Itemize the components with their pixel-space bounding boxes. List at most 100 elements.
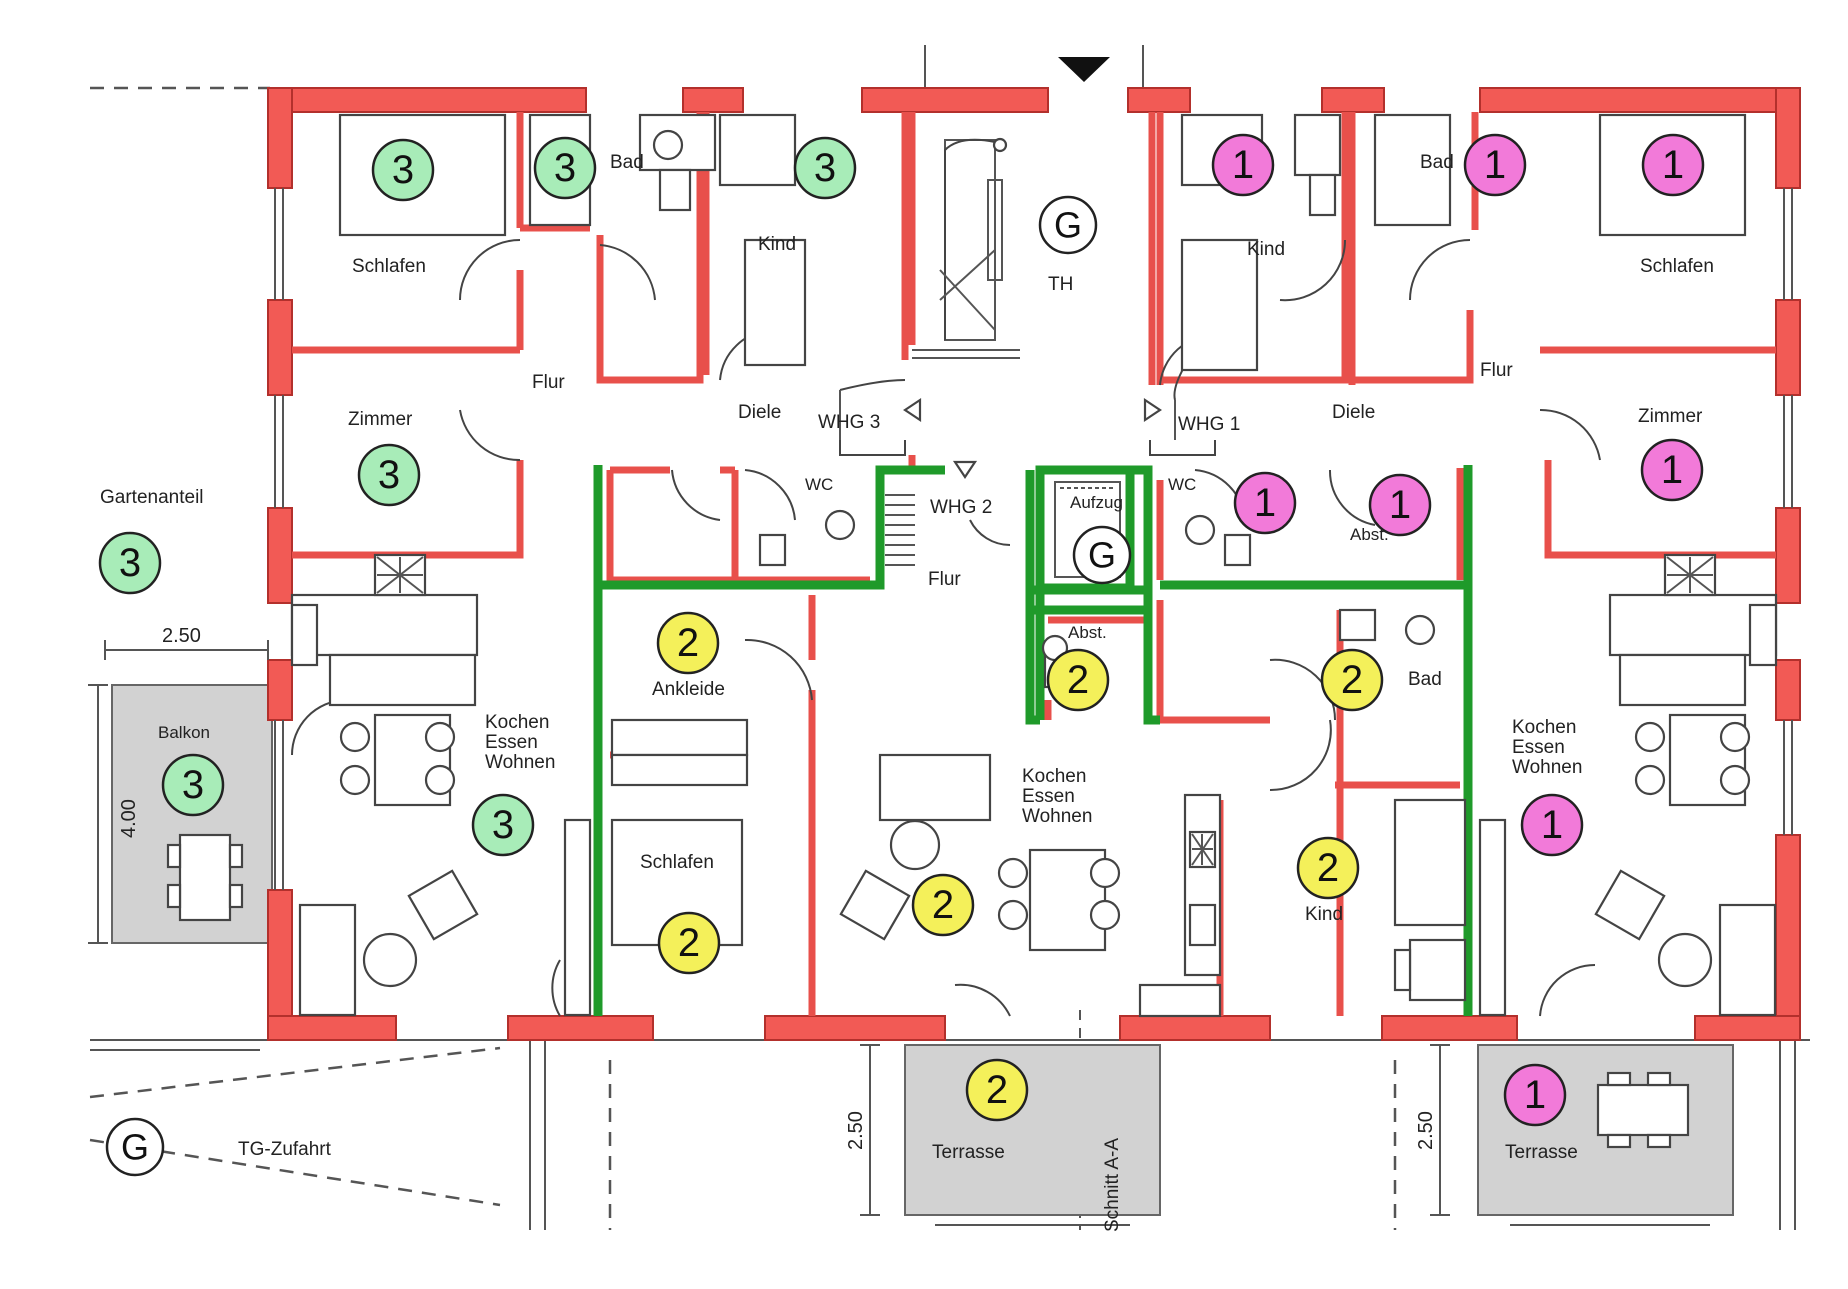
- svg-text:1: 1: [1232, 143, 1254, 187]
- terrace-2-pad: [904, 1044, 1161, 1216]
- unit-markers: 3 3 3 3 3 3 3 1 1 1 1 1 1 1 1 2 2 2 2 2 …: [98, 133, 1705, 1177]
- exterior-walls: [267, 87, 1801, 1041]
- svg-text:3: 3: [814, 146, 836, 190]
- label-kind-2: Kind: [1305, 904, 1343, 925]
- dim-terrasse-2-depth: 2.50: [845, 1111, 867, 1150]
- svg-text:1: 1: [1661, 448, 1683, 492]
- unit-1-marker: 1: [1641, 133, 1705, 197]
- label-gartenanteil: Gartenanteil: [100, 487, 204, 508]
- unit-2-marker: 2: [657, 911, 721, 975]
- svg-text:1: 1: [1254, 481, 1276, 525]
- unit-2-marker: 2: [1046, 648, 1110, 712]
- label-kew-1-c: Wohnen: [1512, 757, 1582, 778]
- unit-2-marker: 2: [1296, 836, 1360, 900]
- label-zimmer-3: Zimmer: [348, 409, 413, 430]
- label-kew-3-a: Kochen: [485, 712, 549, 733]
- svg-text:1: 1: [1524, 1073, 1546, 1117]
- label-kew-1-b: Essen: [1512, 737, 1565, 758]
- label-wc-1: WC: [1168, 475, 1196, 494]
- svg-text:3: 3: [392, 148, 414, 192]
- label-kew-3-b: Essen: [485, 732, 538, 753]
- dim-balkon-width: 2.50: [162, 625, 201, 647]
- dim-terrasse-1-depth: 2.50: [1415, 1111, 1437, 1150]
- unit-3-marker: 3: [533, 136, 597, 200]
- label-kew-2-a: Kochen: [1022, 766, 1086, 787]
- dim-balkon-depth: 4.00: [118, 799, 140, 838]
- svg-text:3: 3: [554, 146, 576, 190]
- unit-3-marker: 3: [371, 138, 435, 202]
- label-balkon: Balkon: [158, 723, 210, 742]
- label-aufzug: Aufzug: [1070, 493, 1123, 512]
- label-diele-1: Diele: [1332, 402, 1375, 423]
- svg-text:3: 3: [119, 541, 141, 585]
- unit-3-marker: 3: [471, 793, 535, 857]
- unit-2-marker: 2: [1320, 648, 1384, 712]
- unit-2-boundary: [593, 465, 1473, 1016]
- label-tg-zufahrt: TG-Zufahrt: [238, 1139, 332, 1160]
- svg-text:1: 1: [1484, 143, 1506, 187]
- label-flur-3: Flur: [532, 372, 565, 393]
- label-terrasse-1: Terrasse: [1505, 1142, 1578, 1163]
- svg-text:2: 2: [1341, 658, 1363, 702]
- label-kind-3: Kind: [758, 234, 796, 255]
- label-flur-1: Flur: [1480, 360, 1513, 381]
- label-kew-1-a: Kochen: [1512, 717, 1576, 738]
- unit-3-marker: 3: [161, 753, 225, 817]
- label-abst-2: Abst.: [1068, 623, 1107, 642]
- unit-1-marker: 1: [1368, 473, 1432, 537]
- svg-text:2: 2: [677, 621, 699, 665]
- staircase: [885, 137, 1020, 566]
- svg-text:2: 2: [678, 921, 700, 965]
- svg-text:2: 2: [1317, 846, 1339, 890]
- room-labels: Schlafen Bad Kind TH Kind Bad Schlafen F…: [100, 152, 1714, 1232]
- label-wc-3: WC: [805, 475, 833, 494]
- label-bad-3: Bad: [610, 152, 644, 173]
- svg-text:G: G: [1088, 535, 1116, 576]
- label-terrasse-2: Terrasse: [932, 1142, 1005, 1163]
- label-kind-1: Kind: [1247, 239, 1285, 260]
- label-kew-3-c: Wohnen: [485, 752, 555, 773]
- label-bad-1: Bad: [1420, 152, 1454, 173]
- shared-marker: G: [1038, 195, 1098, 255]
- label-th: TH: [1048, 274, 1073, 295]
- label-bad-2: Bad: [1408, 669, 1442, 690]
- unit-1-marker: 1: [1233, 471, 1297, 535]
- unit-3-marker: 3: [793, 136, 857, 200]
- entrance-arrow-icon: [1058, 57, 1110, 82]
- doors: [291, 239, 1601, 1017]
- svg-text:1: 1: [1389, 483, 1411, 527]
- unit-1-marker: 1: [1640, 438, 1704, 502]
- unit-2-marker: 2: [656, 611, 720, 675]
- unit-3-marker: 3: [98, 531, 162, 595]
- label-schlafen-2: Schlafen: [640, 852, 714, 873]
- label-ankleide: Ankleide: [652, 679, 725, 700]
- unit-1-marker: 1: [1463, 133, 1527, 197]
- unit-2-marker: 2: [911, 873, 975, 937]
- label-whg3: WHG 3: [818, 412, 880, 433]
- shared-marker: G: [1072, 525, 1132, 585]
- svg-text:G: G: [121, 1127, 149, 1168]
- label-diele-3: Diele: [738, 402, 781, 423]
- unit-3-marker: 3: [357, 443, 421, 507]
- svg-text:3: 3: [182, 763, 204, 807]
- label-kew-2-b: Essen: [1022, 786, 1075, 807]
- label-kew-2-c: Wohnen: [1022, 806, 1092, 827]
- label-schlafen-3: Schlafen: [352, 256, 426, 277]
- unit-1-marker: 1: [1211, 133, 1275, 197]
- svg-text:1: 1: [1662, 143, 1684, 187]
- shared-marker: G: [105, 1117, 165, 1177]
- svg-text:G: G: [1054, 205, 1082, 246]
- svg-text:3: 3: [378, 453, 400, 497]
- label-whg2: WHG 2: [930, 497, 992, 518]
- svg-text:2: 2: [1067, 658, 1089, 702]
- unit-1-marker: 1: [1520, 793, 1584, 857]
- unit-1-marker: 1: [1503, 1063, 1567, 1127]
- svg-text:2: 2: [986, 1068, 1008, 1112]
- label-schlafen-1: Schlafen: [1640, 256, 1714, 277]
- label-whg1: WHG 1: [1178, 414, 1240, 435]
- svg-text:1: 1: [1541, 803, 1563, 847]
- label-abst-1: Abst.: [1350, 525, 1389, 544]
- svg-text:3: 3: [492, 803, 514, 847]
- label-schnitt: Schnitt A-A: [1102, 1138, 1123, 1232]
